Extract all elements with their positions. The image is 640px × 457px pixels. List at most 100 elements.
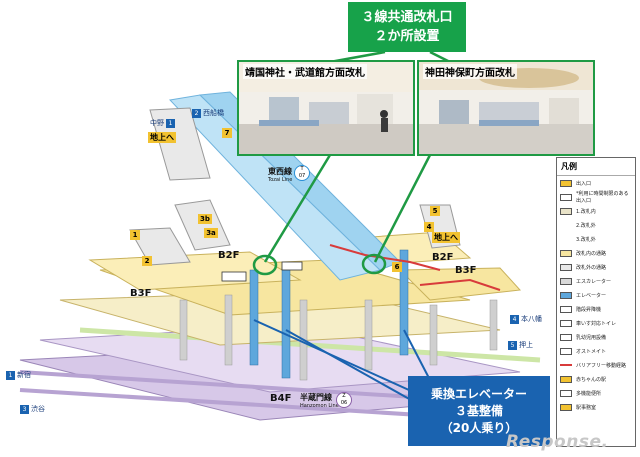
exit-number: 1 — [130, 230, 140, 240]
legend-swatch — [560, 193, 572, 201]
stairs-left-2 — [174, 199, 231, 251]
legend-row: 出入口 — [557, 176, 635, 190]
direction-oshiage-label: 押上 — [519, 341, 533, 349]
legend-swatch — [560, 389, 572, 397]
wicket-callout: ３線共通改札口 ２か所設置 — [348, 2, 466, 52]
legend-row: 階段昇降機 — [557, 302, 635, 316]
pillar — [489, 299, 498, 351]
legend-row: 3.改札外 — [557, 232, 635, 246]
photo-right-wicket: 神田神保町方面改札 — [417, 60, 595, 156]
legend-row: 多機能便所 — [557, 386, 635, 400]
legend-row-label: 車いす対応トイレ — [576, 320, 617, 327]
legend-swatch — [560, 403, 572, 411]
legend-row-label: 赤ちゃんの駅 — [576, 376, 607, 383]
floor-label-b3f-left: B3F — [130, 288, 152, 299]
legend-swatch — [560, 249, 572, 257]
legend-row: オストメイト — [557, 344, 635, 358]
stairs-left-1 — [149, 107, 211, 181]
elevator-connector-2 — [285, 329, 421, 406]
hanzomon-line-code: Z — [342, 393, 346, 399]
elevator-shaft — [281, 267, 291, 379]
exit-number: 6 — [392, 262, 402, 272]
photo-left-wicket: 靖国神社・武道館方面改札 — [237, 60, 415, 156]
floor-label-b4f: B4F — [270, 393, 292, 404]
wicket-callout-line1: ３線共通改札口 — [361, 10, 453, 25]
legend-row-label: 駅事務室 — [576, 404, 597, 411]
direction-shibuya-label: 渋谷 — [31, 405, 45, 413]
legend-swatch — [560, 235, 572, 243]
hanzomon-line-name-en: Hanzomon Line — [300, 403, 339, 409]
wicket-highlight-left — [252, 254, 278, 276]
legend-row-label: エレベーター — [576, 292, 607, 299]
direction-motoyawata-number: 4 — [510, 314, 519, 324]
legend-row-label: *利用に時間制限のある出入口 — [576, 191, 629, 204]
direction-nishifunabashi-number: 2 — [192, 108, 201, 118]
tozai-line-badge: T 07 — [294, 165, 310, 181]
legend-row-label: 多機能便所 — [576, 390, 602, 397]
legend-swatch — [560, 291, 572, 299]
legend-row-label: バリアフリー移動経路 — [576, 362, 627, 369]
exit-number: 4 — [424, 222, 434, 232]
exit-number: 7 — [222, 128, 232, 138]
legend-row-label: 3.改札外 — [576, 236, 596, 243]
hanzomon-line-name: 半蔵門線 — [300, 393, 332, 402]
direction-shibuya: 3 渋谷 — [20, 404, 45, 414]
legend-row: 2.改札外 — [557, 218, 635, 232]
watermark-logo: Response. — [506, 432, 609, 452]
legend-row-label: 改札内の通路 — [576, 250, 607, 257]
direction-nishifunabashi-label: 西船橋 — [203, 109, 224, 117]
exit-number: 2 — [142, 256, 152, 266]
direction-oshiage: 5 押上 — [508, 340, 533, 350]
tozai-line-name-en: Tozai Line — [268, 177, 293, 183]
connector-left — [263, 154, 332, 263]
legend-row-label: 1.改札内 — [576, 208, 596, 215]
elevator-callout-line3: （20人乗り） — [440, 421, 518, 435]
pillar — [364, 299, 373, 371]
pillar — [224, 294, 233, 366]
direction-motoyawata: 4 本八幡 — [510, 314, 542, 324]
wicket-highlight-right — [361, 253, 387, 275]
gate-symbol — [281, 261, 303, 271]
barrier-free-route-2 — [419, 278, 501, 291]
legend-row: 改札外の通路 — [557, 260, 635, 274]
legend-row-label: エスカレーター — [576, 278, 612, 285]
barrier-free-route — [329, 244, 441, 271]
legend-swatch — [560, 364, 572, 366]
floor-label-b2f-right: B2F — [432, 252, 454, 263]
wicket-callout-line2: ２か所設置 — [374, 29, 440, 44]
legend-title: 凡例 — [557, 158, 635, 176]
legend-swatch — [560, 277, 572, 285]
exit-number: 3a — [204, 228, 218, 238]
legend-swatch — [560, 263, 572, 271]
direction-shinjuku-label: 新宿 — [17, 371, 31, 379]
legend-row: エレベーター — [557, 288, 635, 302]
tozai-line-code: T — [300, 166, 304, 172]
elevator-callout-line1: 乗換エレベーター — [430, 387, 527, 401]
legend-row-label: 出入口 — [576, 180, 592, 187]
legend-swatch — [560, 179, 572, 187]
floor-label-b3f-right: B3F — [455, 265, 477, 276]
legend-row: *利用に時間制限のある出入口 — [557, 190, 635, 204]
legend-swatch — [560, 333, 572, 341]
pillar — [429, 304, 438, 366]
legend-swatch — [560, 319, 572, 327]
legend-row: 赤ちゃんの駅 — [557, 372, 635, 386]
pillar — [179, 299, 188, 361]
legend-swatch — [560, 221, 572, 229]
hanzomon-line-number: 06 — [340, 400, 348, 406]
photo-right-label: 神田神保町方面改札 — [423, 64, 517, 79]
direction-motoyawata-label: 本八幡 — [521, 315, 542, 323]
legend-swatch — [560, 375, 572, 383]
legend-row: 車いす対応トイレ — [557, 316, 635, 330]
gate-symbol — [221, 271, 247, 282]
direction-shinjuku-number: 1 — [6, 370, 15, 380]
exit-label-right: 地上へ — [432, 232, 460, 243]
legend-row: バリアフリー移動経路 — [557, 358, 635, 372]
legend-row-label: オストメイト — [576, 348, 607, 355]
tozai-line-name: 東西線 — [268, 167, 292, 176]
floor-label-b2f-left: B2F — [218, 250, 240, 261]
elevator-callout: 乗換エレベーター ３基整備 （20人乗り） — [408, 376, 550, 446]
legend-swatch — [560, 347, 572, 355]
legend-row-label: 乳幼児用設備 — [576, 334, 607, 341]
